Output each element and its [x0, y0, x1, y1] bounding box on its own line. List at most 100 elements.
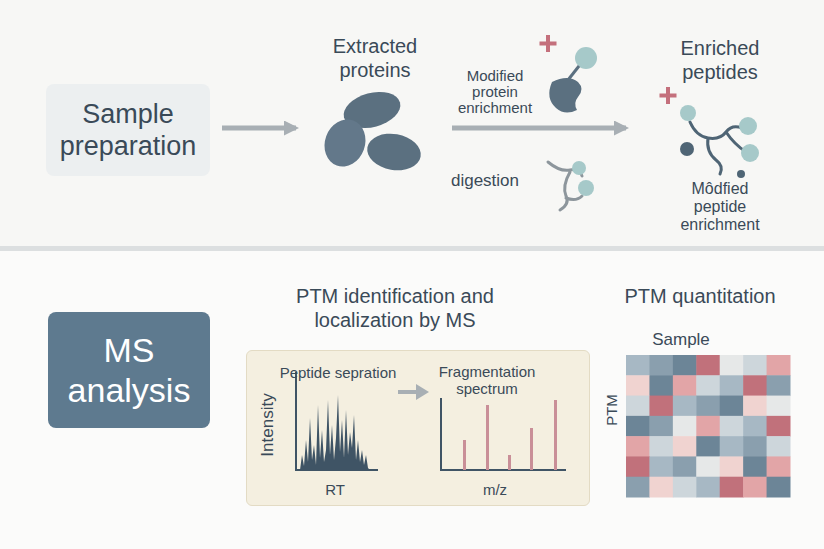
axis-label: RT — [325, 481, 345, 499]
box-label: MS analysis — [56, 330, 202, 410]
heatmap-cell — [673, 436, 697, 457]
process-box: Sample preparation — [46, 84, 210, 176]
illustration-shape — [690, 122, 746, 174]
heatmap-cell — [626, 477, 650, 498]
heatmap-cell — [696, 375, 720, 396]
heatmap-cell — [720, 477, 744, 498]
heatmap-cell — [673, 355, 697, 376]
illustration-shape — [680, 142, 694, 156]
heatmap-cell — [673, 416, 697, 437]
heatmap-cell — [743, 436, 767, 457]
illustration-shape — [540, 42, 557, 46]
chart-title: Fragmentation spectrum — [432, 363, 542, 397]
heatmap-cell — [696, 396, 720, 417]
heatmap-cell — [696, 436, 720, 457]
enriched-peptides-icon — [660, 87, 760, 178]
heading-text: PTM identification and localization by M… — [265, 284, 525, 332]
heatmap-cell — [649, 416, 673, 437]
heatmap-cell — [626, 416, 650, 437]
heatmap-cell — [696, 416, 720, 437]
heatmap-cell — [743, 477, 767, 498]
illustration-shape — [737, 170, 745, 178]
axis-label: PTM — [603, 394, 621, 426]
heatmap-cell — [767, 416, 791, 437]
heatmap-cell — [767, 396, 791, 417]
illustration-shape — [364, 130, 423, 175]
axis — [296, 372, 378, 470]
illustration-shape — [680, 105, 696, 121]
heatmap-cell — [720, 456, 744, 477]
spectrum-bars — [463, 400, 557, 470]
caption-text: Môdfied peptide enrichment — [670, 180, 770, 234]
illustration-shape — [554, 400, 557, 470]
flow-arrow — [398, 390, 418, 394]
heatmap-cell — [767, 355, 791, 376]
process-box: MS analysis — [48, 312, 210, 428]
heatmap-cell — [767, 375, 791, 396]
heatmap — [626, 355, 791, 498]
heatmap-cell — [696, 456, 720, 477]
heatmap-cell — [743, 456, 767, 477]
flow-arrow — [452, 126, 626, 131]
heatmap-cell — [720, 355, 744, 376]
heatmap-cell — [696, 355, 720, 376]
heatmap-cell — [720, 375, 744, 396]
heatmap-cell — [720, 416, 744, 437]
heading-text: PTM quantitation — [624, 284, 775, 308]
illustration-shape — [318, 114, 372, 173]
heatmap-cell — [696, 477, 720, 498]
heatmap-cell — [743, 416, 767, 437]
heatmap-cell — [673, 477, 697, 498]
heatmap-cell — [626, 456, 650, 477]
heatmap-cell — [649, 355, 673, 376]
heading-text: Enriched peptides — [655, 36, 785, 84]
heatmap-cell — [673, 396, 697, 417]
illustration-shape — [578, 180, 594, 196]
illustration-node: Enriched peptidesMôdfied peptide enrichm… — [630, 30, 810, 240]
axis-label: Sample — [652, 330, 710, 350]
illustration-node: Extracted proteins — [300, 28, 450, 178]
chromatogram-peaks — [300, 395, 370, 470]
step-label: digestion — [451, 171, 519, 191]
heatmap-cell — [743, 355, 767, 376]
heatmap-cell — [649, 456, 673, 477]
illustration-shape — [549, 78, 581, 113]
illustration-shape — [660, 94, 677, 98]
illustration-shape — [530, 428, 533, 470]
heading-text: Extracted proteins — [310, 34, 440, 82]
illustration-shape — [486, 405, 489, 470]
panel-node: PTM identification and localization by M… — [246, 282, 590, 506]
modified-protein-icon — [540, 35, 598, 113]
illustration-shape — [463, 440, 466, 470]
box-label: Sample preparation — [54, 98, 202, 162]
illustration-shape — [568, 66, 579, 80]
illustration-shape — [572, 161, 586, 175]
heatmap-cell — [743, 375, 767, 396]
peptide-icon — [548, 161, 594, 210]
heatmap-cell — [649, 477, 673, 498]
heatmap-cell — [767, 456, 791, 477]
heatmap-cell — [720, 436, 744, 457]
axis-label: m/z — [483, 481, 507, 499]
heatmap-cell — [626, 436, 650, 457]
heatmap-cell — [649, 436, 673, 457]
illustration-shape — [508, 455, 511, 470]
heatmap-cell — [743, 396, 767, 417]
step-label: Modified protein enrichment — [443, 68, 548, 116]
heatmap-cell — [626, 355, 650, 376]
illustration-shape — [741, 144, 759, 162]
arrow-head — [416, 384, 429, 400]
heatmap-cell — [649, 396, 673, 417]
heatmap-cell — [626, 375, 650, 396]
heatmap-cell — [767, 477, 791, 498]
chart-title: Peptide sepration — [280, 364, 397, 382]
heatmap-cell — [673, 456, 697, 477]
heatmap-cell — [767, 436, 791, 457]
protein-blobs — [318, 86, 424, 174]
axis — [441, 398, 566, 470]
flow-arrow — [222, 126, 296, 131]
divider-line — [0, 246, 824, 251]
bottom-band — [0, 251, 824, 549]
